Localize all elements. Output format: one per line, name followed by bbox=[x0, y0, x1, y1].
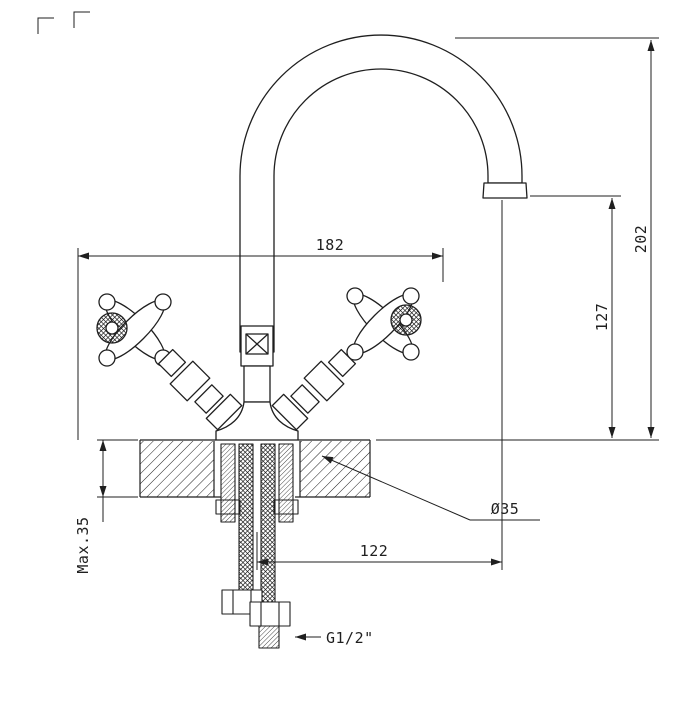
dim-182-label: 182 bbox=[316, 236, 345, 254]
corner-mark bbox=[73, 11, 90, 28]
tailpiece-thread bbox=[258, 625, 280, 649]
dimension-lines bbox=[37, 11, 659, 641]
dim-122-label: 122 bbox=[360, 542, 389, 560]
left-handle bbox=[96, 293, 172, 367]
dimension-labels: 182 202 127 Max.35 Ø35 122 G1/2" bbox=[74, 225, 650, 647]
mounting-surface bbox=[139, 439, 371, 498]
thread-size-label: G1/2" bbox=[326, 629, 374, 647]
aerator bbox=[482, 182, 528, 199]
corner-mark bbox=[37, 17, 54, 34]
spout bbox=[239, 34, 528, 353]
right-hose-nut bbox=[249, 601, 291, 627]
right-valve-stem bbox=[271, 348, 357, 431]
inlet-shank bbox=[215, 443, 299, 523]
right-handle bbox=[346, 287, 422, 361]
faucet bbox=[96, 34, 528, 649]
left-hose bbox=[238, 443, 254, 591]
left-valve-stem bbox=[157, 348, 243, 431]
dim-202-label: 202 bbox=[632, 225, 650, 254]
dimension-arrowheads bbox=[78, 40, 655, 641]
dim-127-label: 127 bbox=[593, 303, 611, 332]
faucet-body bbox=[215, 325, 299, 441]
dim-max35-label: Max.35 bbox=[74, 516, 92, 573]
right-hose bbox=[260, 443, 276, 603]
dia35-leader bbox=[321, 455, 471, 521]
dim-dia35-label: Ø35 bbox=[491, 500, 520, 518]
